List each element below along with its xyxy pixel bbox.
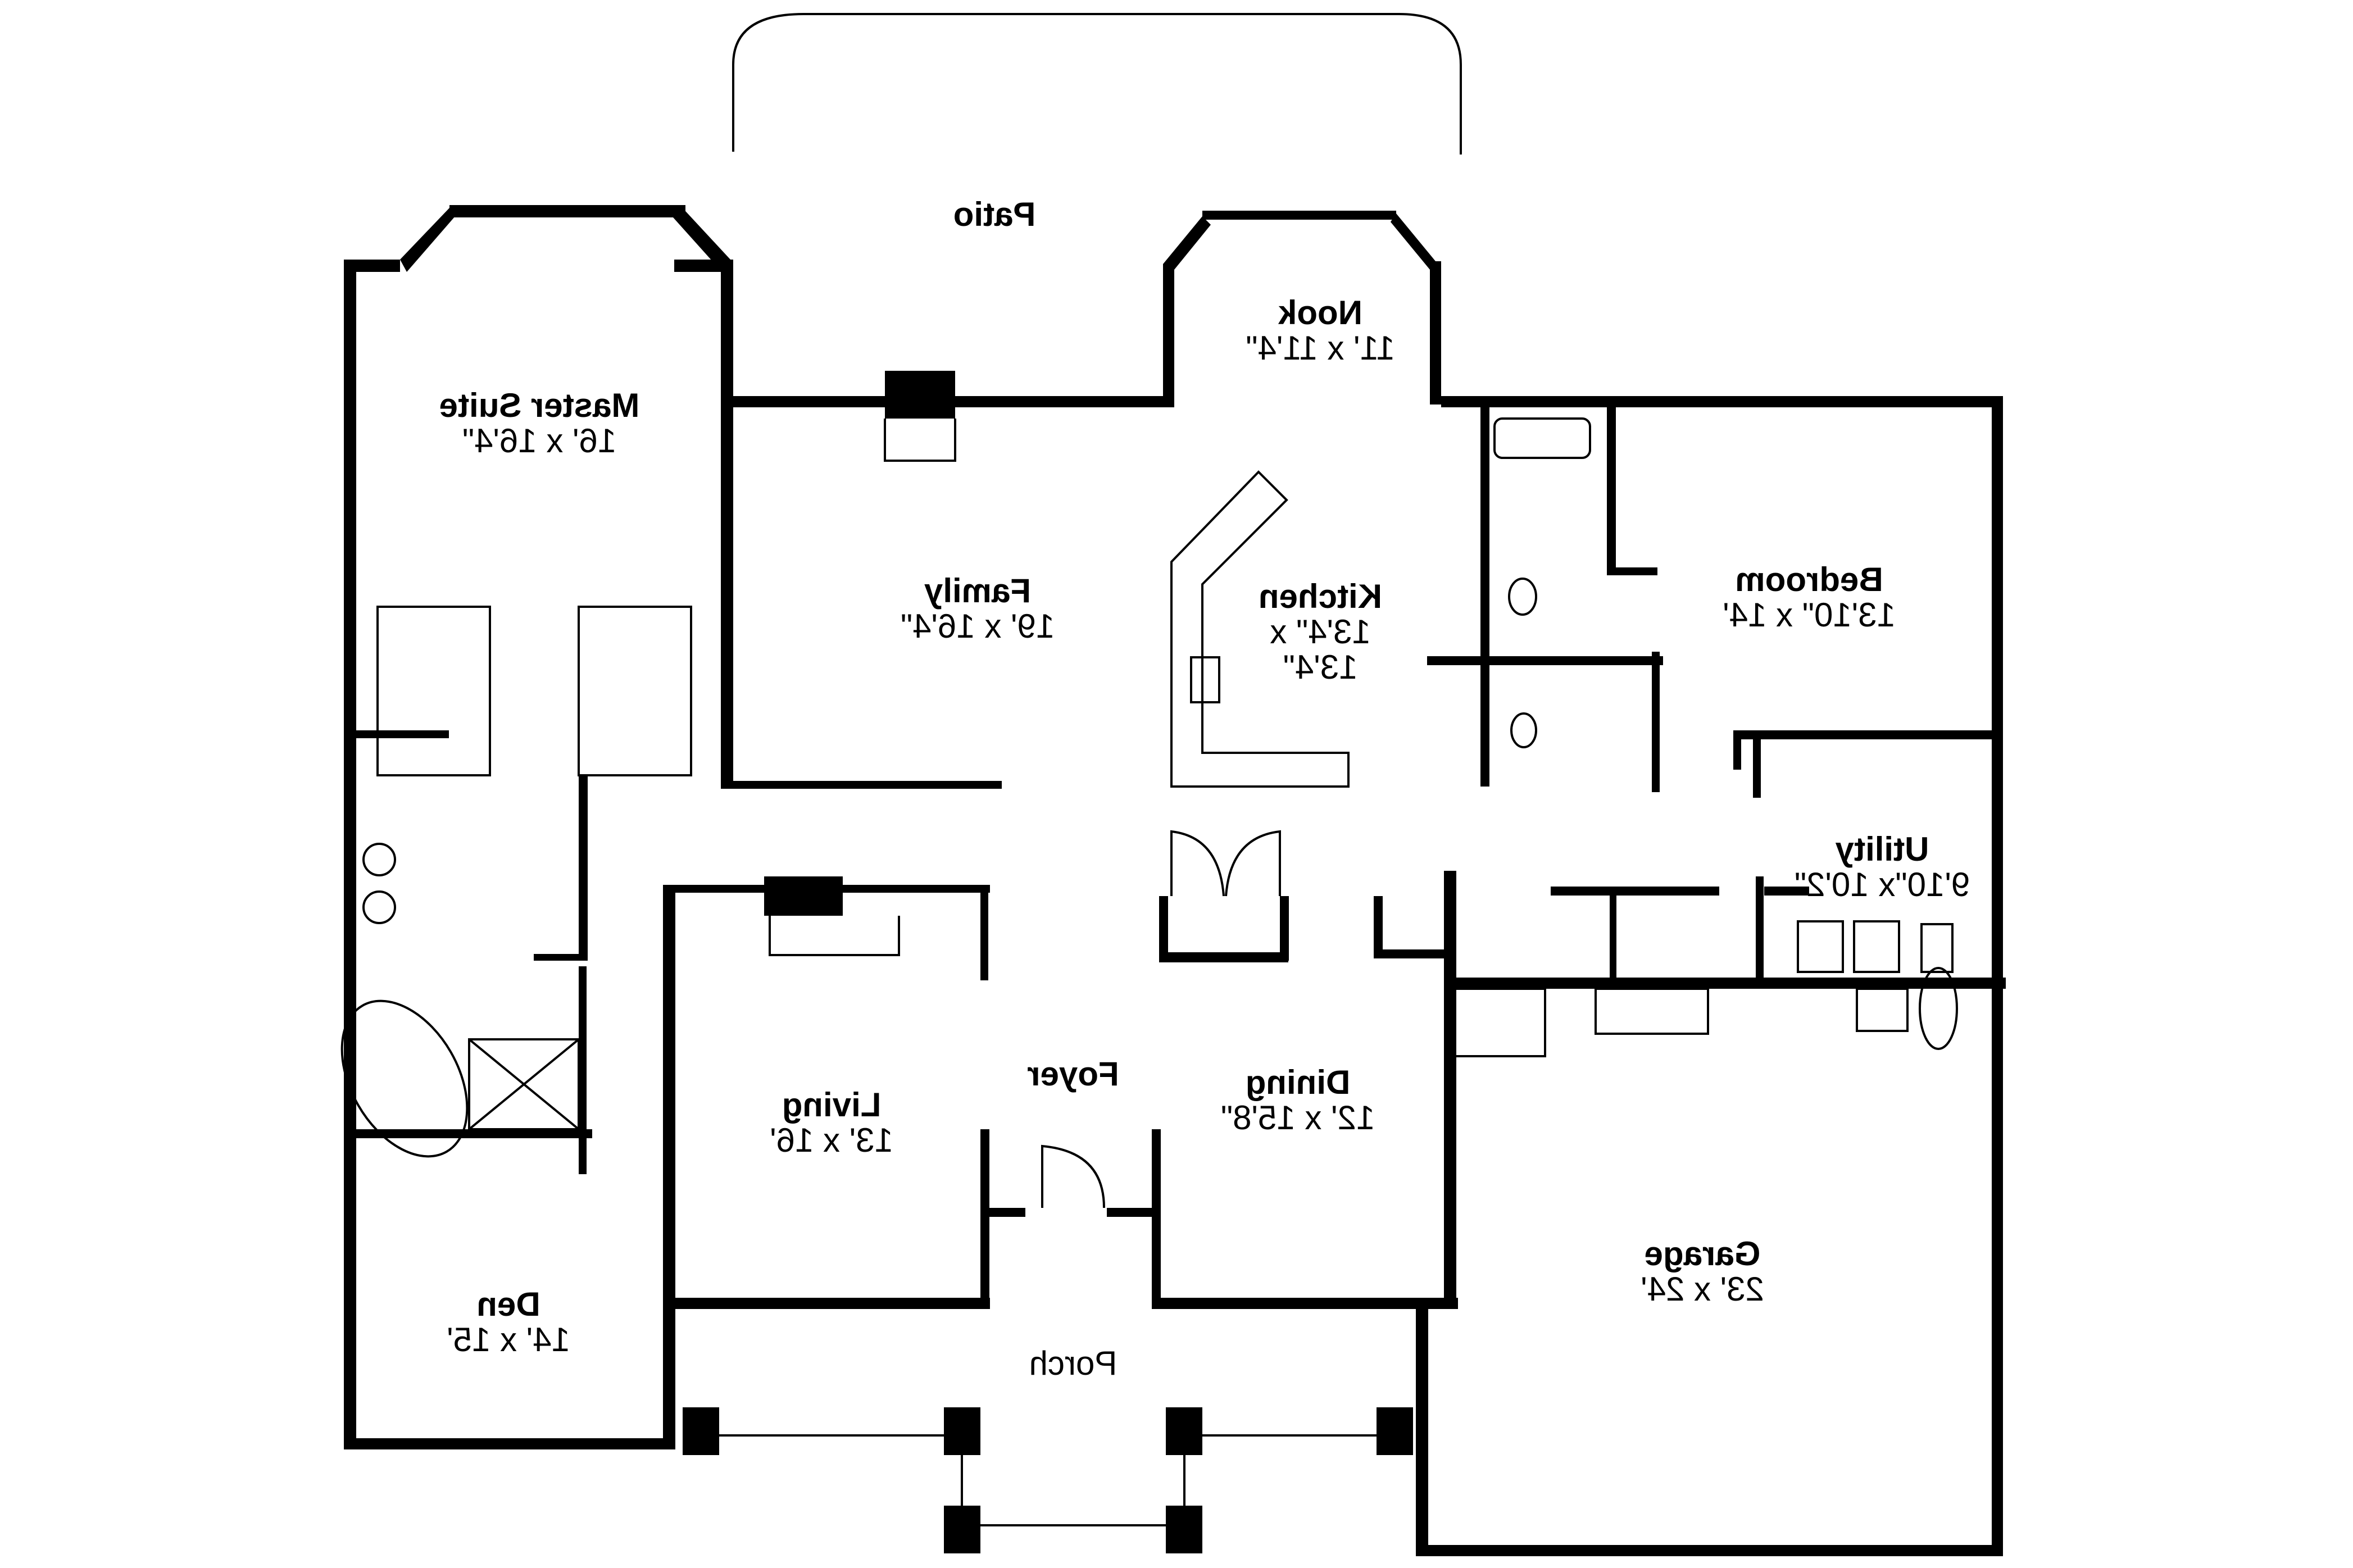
room-name: Dining xyxy=(1245,1063,1351,1101)
room-label-patio: Patio xyxy=(910,196,1079,233)
room-name: Family xyxy=(924,572,1032,610)
room-name: Utility xyxy=(1835,830,1929,868)
room-name: Kitchen xyxy=(1258,578,1383,615)
room-name: Den xyxy=(476,1285,540,1323)
fixtures xyxy=(340,417,1958,1555)
room-label-family: Family 19' x 16'4" xyxy=(860,572,1096,645)
room-dimensions-line2: 13'4" xyxy=(1283,648,1358,686)
walls xyxy=(344,205,2006,1556)
room-dimensions: 13' x 16' xyxy=(770,1121,893,1159)
room-name: Living xyxy=(782,1086,882,1124)
room-dimensions-line1: 13'4" x xyxy=(1270,613,1371,651)
room-dimensions: 23' x 24' xyxy=(1641,1270,1764,1308)
room-label-garage: Garage 23' x 24' xyxy=(1618,1235,1787,1308)
room-name: Garage xyxy=(1644,1235,1761,1272)
room-label-nook: Nook 11' x 11'4" xyxy=(1208,294,1433,367)
room-dimensions: 14' x 15' xyxy=(447,1321,570,1358)
room-name: Master Suite xyxy=(439,387,640,424)
room-name: Porch xyxy=(1029,1344,1118,1382)
room-label-dining: Dining 12' x 15'8" xyxy=(1191,1063,1405,1137)
room-label-porch: Porch xyxy=(1000,1344,1146,1382)
room-dimensions: 16' x 16'4" xyxy=(462,422,617,460)
room-label-master-suite: Master Suite 16' x 16'4" xyxy=(393,387,685,460)
room-name: Bedroom xyxy=(1735,561,1883,598)
room-label-den: Den 14' x 15' xyxy=(433,1285,584,1358)
room-dimensions: 19' x 16'4" xyxy=(900,607,1055,645)
room-label-utility: Utility 9'10"x 10'2" xyxy=(1770,830,1995,903)
room-label-bedroom: Bedroom 13'10" x 14' xyxy=(1702,561,1916,634)
room-dimensions: 13'10" x 14' xyxy=(1723,596,1896,634)
room-label-foyer: Foyer xyxy=(1006,1055,1141,1093)
room-label-kitchen: Kitchen 13'4" x 13'4" xyxy=(1236,578,1405,686)
room-name: Foyer xyxy=(1027,1055,1119,1093)
room-label-living: Living 13' x 16' xyxy=(747,1086,916,1159)
room-dimensions: 12' x 15'8" xyxy=(1220,1099,1375,1137)
room-dimensions: 11' x 11'4" xyxy=(1246,329,1395,367)
room-name: Patio xyxy=(953,196,1036,233)
patio-outline xyxy=(732,13,1462,154)
room-dimensions: 9'10"x 10'2" xyxy=(1794,866,1970,903)
room-name: Nook xyxy=(1278,294,1362,331)
